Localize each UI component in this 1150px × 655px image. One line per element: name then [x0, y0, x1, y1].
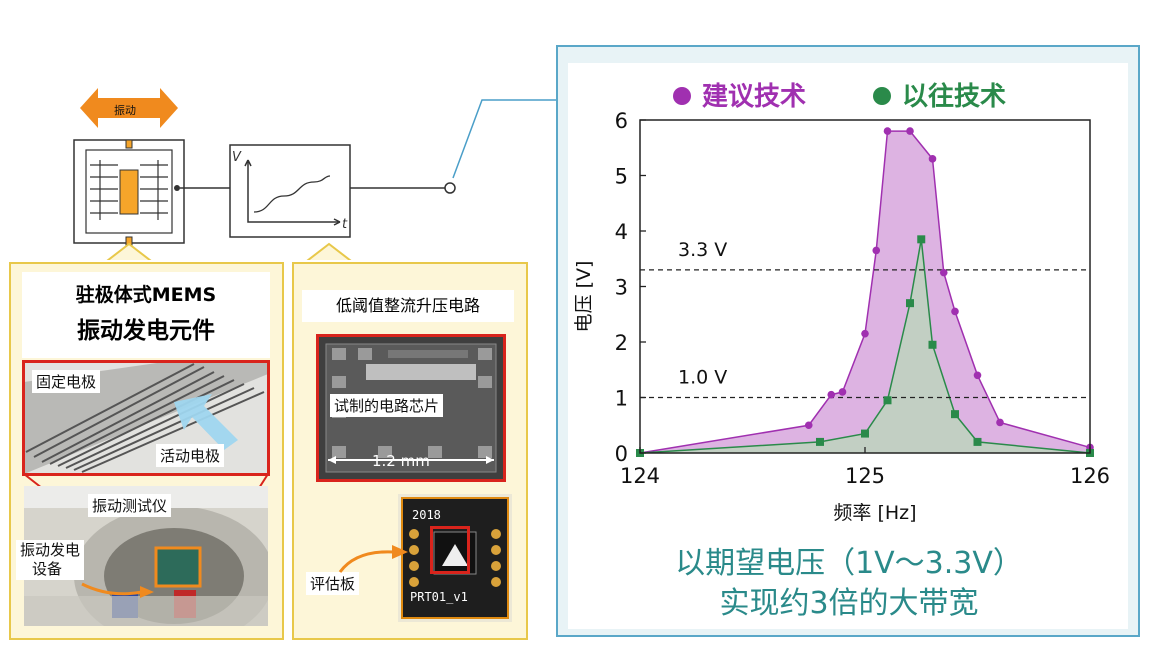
device-arrow — [81, 582, 154, 598]
legend-marker-proposed — [673, 87, 691, 105]
y-tick-label-3: 3 — [615, 276, 628, 300]
vibration-tester-label: 振动测试仪 — [88, 494, 172, 517]
board-bottom-text: PRT01_v1 — [410, 590, 468, 604]
board-chip-frame — [430, 526, 470, 574]
data-point-1-7 — [951, 410, 959, 419]
x-tick-label-2: 126 — [1070, 464, 1110, 488]
footer-line1: 以期望电压（1V～3.3V） — [675, 546, 1023, 581]
chip-label: 试制的电路芯片 — [330, 394, 444, 417]
moving-electrode-label: 活动电极 — [156, 444, 225, 467]
vibration-arrow — [80, 88, 178, 128]
device-title-line1: 驻极体式MEMS — [75, 284, 217, 306]
data-point-1-5 — [917, 235, 926, 244]
fixed-electrode-label: 固定电极 — [32, 370, 101, 393]
device-title: 驻极体式MEMS 振动发电元件 — [22, 272, 270, 358]
y-tick-label-4: 4 — [615, 220, 628, 244]
data-point-0-8 — [928, 155, 937, 163]
vibration-gen-line2: 设备 — [32, 560, 63, 578]
y-tick-label-1: 1 — [615, 387, 628, 411]
data-point-0-3 — [838, 388, 847, 396]
data-point-0-5 — [872, 246, 881, 255]
footer-line2: 实现约3倍的大带宽 — [719, 586, 979, 621]
vibration-gen-line1: 振动发电 — [20, 541, 81, 559]
x-tick-label-0: 124 — [620, 464, 660, 488]
y-axis-label: 电压 [V] — [573, 261, 595, 333]
data-point-1-8 — [973, 437, 982, 446]
data-point-0-11 — [973, 371, 982, 380]
data-point-0-6 — [883, 127, 892, 135]
graph-t-label: t — [342, 217, 348, 232]
y-tick-label-6: 6 — [615, 109, 628, 133]
board-photo — [398, 494, 512, 622]
y-tick-label-5: 5 — [615, 165, 628, 189]
data-point-0-9 — [939, 268, 948, 277]
data-point-0-7 — [906, 127, 914, 135]
reference-line-label-0: 3.3 V — [678, 239, 727, 261]
series-area-0 — [640, 131, 1090, 453]
legend-conventional: 以往技术 — [902, 82, 1007, 112]
vibration-label: 振动 — [114, 104, 136, 117]
board-arrow — [338, 545, 408, 573]
reference-line-label-1: 1.0 V — [678, 367, 727, 389]
legend-marker-conventional — [873, 87, 891, 105]
y-tick-label-0: 0 — [615, 442, 628, 466]
data-point-0-12 — [996, 418, 1004, 427]
chip-frame — [316, 334, 506, 482]
data-point-1-1 — [816, 437, 824, 446]
x-tick-label-1: 125 — [845, 464, 885, 488]
voltage-frequency-chart: 3.3 V 1.0 V 0 1 2 3 4 5 6 124 125 126 频率 [Hz] 电压 [V] — [573, 109, 1110, 524]
data-point-0-10 — [951, 307, 959, 316]
data-point-1-6 — [928, 340, 937, 349]
device-title-line2: 振动发电元件 — [77, 318, 215, 344]
data-point-1-3 — [883, 396, 892, 405]
board-top-text: 2018 — [412, 508, 441, 522]
vibration-gen-label: 振动发电 设备 — [16, 540, 85, 580]
schematic — [73, 88, 556, 260]
y-tick-label-2: 2 — [615, 331, 628, 355]
legend-proposed: 建议技术 — [702, 82, 807, 112]
data-point-0-2 — [827, 390, 836, 399]
data-point-0-4 — [861, 329, 869, 338]
chip-scale-label: 1.2 mm — [372, 452, 430, 470]
electrode-frame — [22, 360, 270, 476]
series-line-1 — [639, 239, 1091, 454]
chart-panel — [556, 45, 1140, 637]
board-label: 评估板 — [306, 572, 360, 595]
data-point-0-1 — [804, 421, 813, 430]
data-point-1-4 — [906, 299, 914, 308]
data-point-1-2 — [861, 429, 869, 438]
chart-inner — [568, 63, 1128, 629]
graph-v-label: V — [232, 150, 241, 165]
circuit-title: 低阈值整流升压电路 — [302, 290, 514, 322]
output-terminal — [444, 182, 456, 194]
x-axis-label: 频率 [Hz] — [833, 502, 916, 524]
